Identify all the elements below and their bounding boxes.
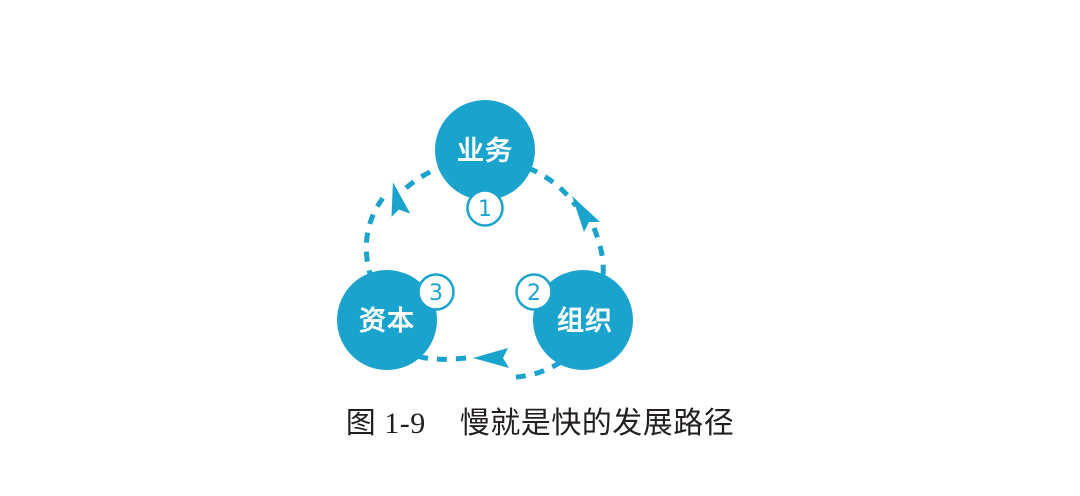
arrow-business-to-organization-path [527, 165, 579, 208]
node-organization[interactable]: 组织 2 [515, 270, 634, 370]
arrow-business-to-organization-tail [591, 227, 606, 278]
node-capital-badge-circle [417, 273, 455, 311]
arrow-group [363, 164, 606, 380]
arrow-organization-to-capital-tail [416, 353, 467, 362]
arrow-organization-to-capital-path [515, 359, 563, 380]
cycle-diagram: 业务 1 资本 3 组织 2 [337, 100, 634, 380]
arrow-business-to-organization [527, 165, 606, 278]
figure-caption-title: 慢就是快的发展路径 [459, 406, 735, 441]
arrow-capital-to-business [363, 164, 444, 281]
arrow-business-to-organization-head [572, 196, 600, 232]
node-business-label: 业务 [457, 136, 513, 167]
node-capital-badge-number: 3 [429, 281, 443, 306]
arrow-capital-to-business-path [363, 191, 389, 281]
node-business-badge-number: 1 [478, 197, 492, 222]
node-organization-badge-number: 2 [527, 281, 541, 306]
node-organization-circle[interactable] [533, 270, 633, 370]
arrow-capital-to-business-head [391, 182, 411, 217]
node-capital-circle[interactable] [337, 270, 437, 370]
node-organization-badge-circle [515, 273, 553, 311]
node-organization-label: 组织 [557, 305, 613, 337]
node-business-badge-circle [466, 189, 504, 227]
node-capital[interactable]: 资本 3 [337, 270, 455, 370]
arrow-capital-to-business-tail [404, 164, 444, 190]
figure-caption: 图 1-9 慢就是快的发展路径 [0, 398, 1080, 442]
node-business[interactable]: 业务 1 [435, 100, 535, 227]
figure-caption-label: 图 1-9 [345, 407, 426, 440]
node-business-circle[interactable] [435, 100, 535, 200]
diagram-svg: 业务 1 资本 3 组织 2 [337, 100, 634, 380]
arrow-organization-to-capital-head [473, 348, 509, 368]
arrow-organization-to-capital [416, 348, 563, 380]
node-capital-label: 资本 [359, 306, 415, 337]
